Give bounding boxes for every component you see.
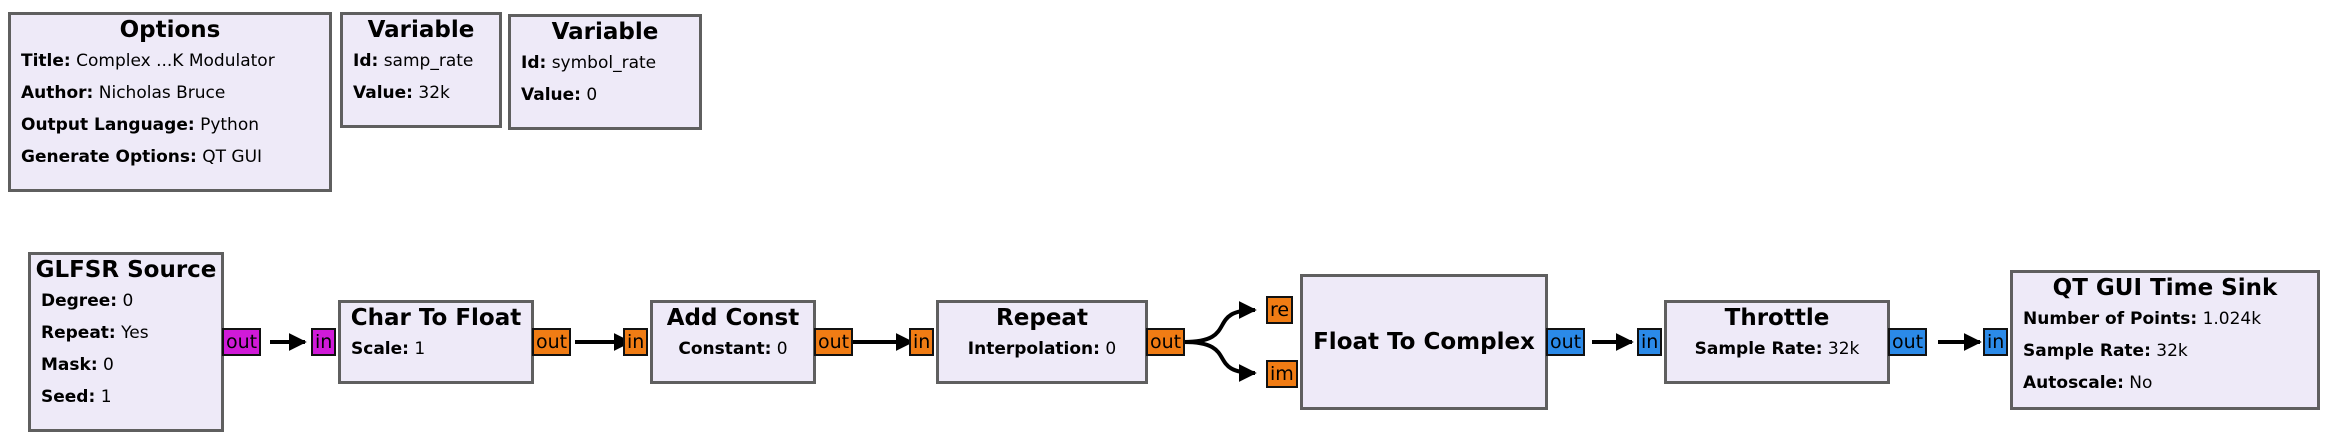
param-row: Autoscale: No xyxy=(2023,373,2153,393)
block-title: QT GUI Time Sink xyxy=(2052,275,2278,301)
param-row: Sample Rate: 32k xyxy=(1694,339,1860,359)
param-row: Interpolation: 0 xyxy=(967,339,1117,359)
param-row: Title: Complex ...K Modulator xyxy=(21,51,275,71)
char-to-float-out-port[interactable]: out xyxy=(532,328,572,356)
char-to-float-block[interactable]: Char To Float Scale: 1 xyxy=(338,300,534,384)
repeat-block[interactable]: Repeat Interpolation: 0 xyxy=(936,300,1148,384)
float-to-complex-re-port[interactable]: re xyxy=(1266,296,1294,324)
repeat-in-port[interactable]: in xyxy=(909,328,935,356)
param-row: Constant: 0 xyxy=(678,339,788,359)
param-row: Degree: 0 xyxy=(41,291,134,311)
param-row: Mask: 0 xyxy=(41,355,114,375)
param-row: Sample Rate: 32k xyxy=(2023,341,2188,361)
param-row: Id: symbol_rate xyxy=(521,53,657,73)
block-title: GLFSR Source xyxy=(35,257,217,283)
param-row: Author: Nicholas Bruce xyxy=(21,83,226,103)
block-title: Float To Complex xyxy=(1313,329,1535,355)
block-title: Variable xyxy=(367,17,475,43)
add-const-block[interactable]: Add Const Constant: 0 xyxy=(650,300,816,384)
char-to-float-in-port[interactable]: in xyxy=(311,328,337,356)
param-row: Output Language: Python xyxy=(21,115,259,135)
param-row: Value: 0 xyxy=(521,85,598,105)
variable-block-symbol-rate[interactable]: Variable Id: symbol_rate Value: 0 xyxy=(508,14,702,130)
options-block[interactable]: Options Title: Complex ...K Modulator Au… xyxy=(8,12,332,192)
throttle-out-port[interactable]: out xyxy=(1888,328,1928,356)
glfsr-out-port[interactable]: out xyxy=(222,328,262,356)
param-row: Scale: 1 xyxy=(351,339,426,359)
param-row: Seed: 1 xyxy=(41,387,112,407)
add-const-in-port[interactable]: in xyxy=(623,328,649,356)
param-row: Generate Options: QT GUI xyxy=(21,147,263,167)
add-const-out-port[interactable]: out xyxy=(814,328,854,356)
variable-block-samp-rate[interactable]: Variable Id: samp_rate Value: 32k xyxy=(340,12,502,128)
block-title: Add Const xyxy=(666,305,800,331)
wire-repeat-f2c-im[interactable] xyxy=(1183,340,1257,382)
block-title: Options xyxy=(119,17,221,43)
block-title: Char To Float xyxy=(350,305,522,331)
block-title: Repeat xyxy=(996,305,1088,331)
float-to-complex-block[interactable]: Float To Complex xyxy=(1300,274,1548,410)
wire-repeat-f2c-re[interactable] xyxy=(1183,301,1257,344)
float-to-complex-out-port[interactable]: out xyxy=(1546,328,1586,356)
throttle-in-port[interactable]: in xyxy=(1637,328,1663,356)
throttle-block[interactable]: Throttle Sample Rate: 32k xyxy=(1664,300,1890,384)
glfsr-source-block[interactable]: GLFSR Source Degree: 0 Repeat: Yes Mask:… xyxy=(28,252,224,432)
param-row: Value: 32k xyxy=(353,83,450,103)
block-title: Throttle xyxy=(1724,305,1830,331)
float-to-complex-im-port[interactable]: im xyxy=(1266,360,1298,388)
param-row: Repeat: Yes xyxy=(41,323,149,343)
param-row: Id: samp_rate xyxy=(353,51,474,71)
repeat-out-port[interactable]: out xyxy=(1146,328,1186,356)
qt-gui-time-sink-block[interactable]: QT GUI Time Sink Number of Points: 1.024… xyxy=(2010,270,2320,410)
qt-gui-time-sink-in-port[interactable]: in xyxy=(1983,328,2009,356)
param-row: Number of Points: 1.024k xyxy=(2023,309,2262,329)
block-title: Variable xyxy=(551,19,659,45)
